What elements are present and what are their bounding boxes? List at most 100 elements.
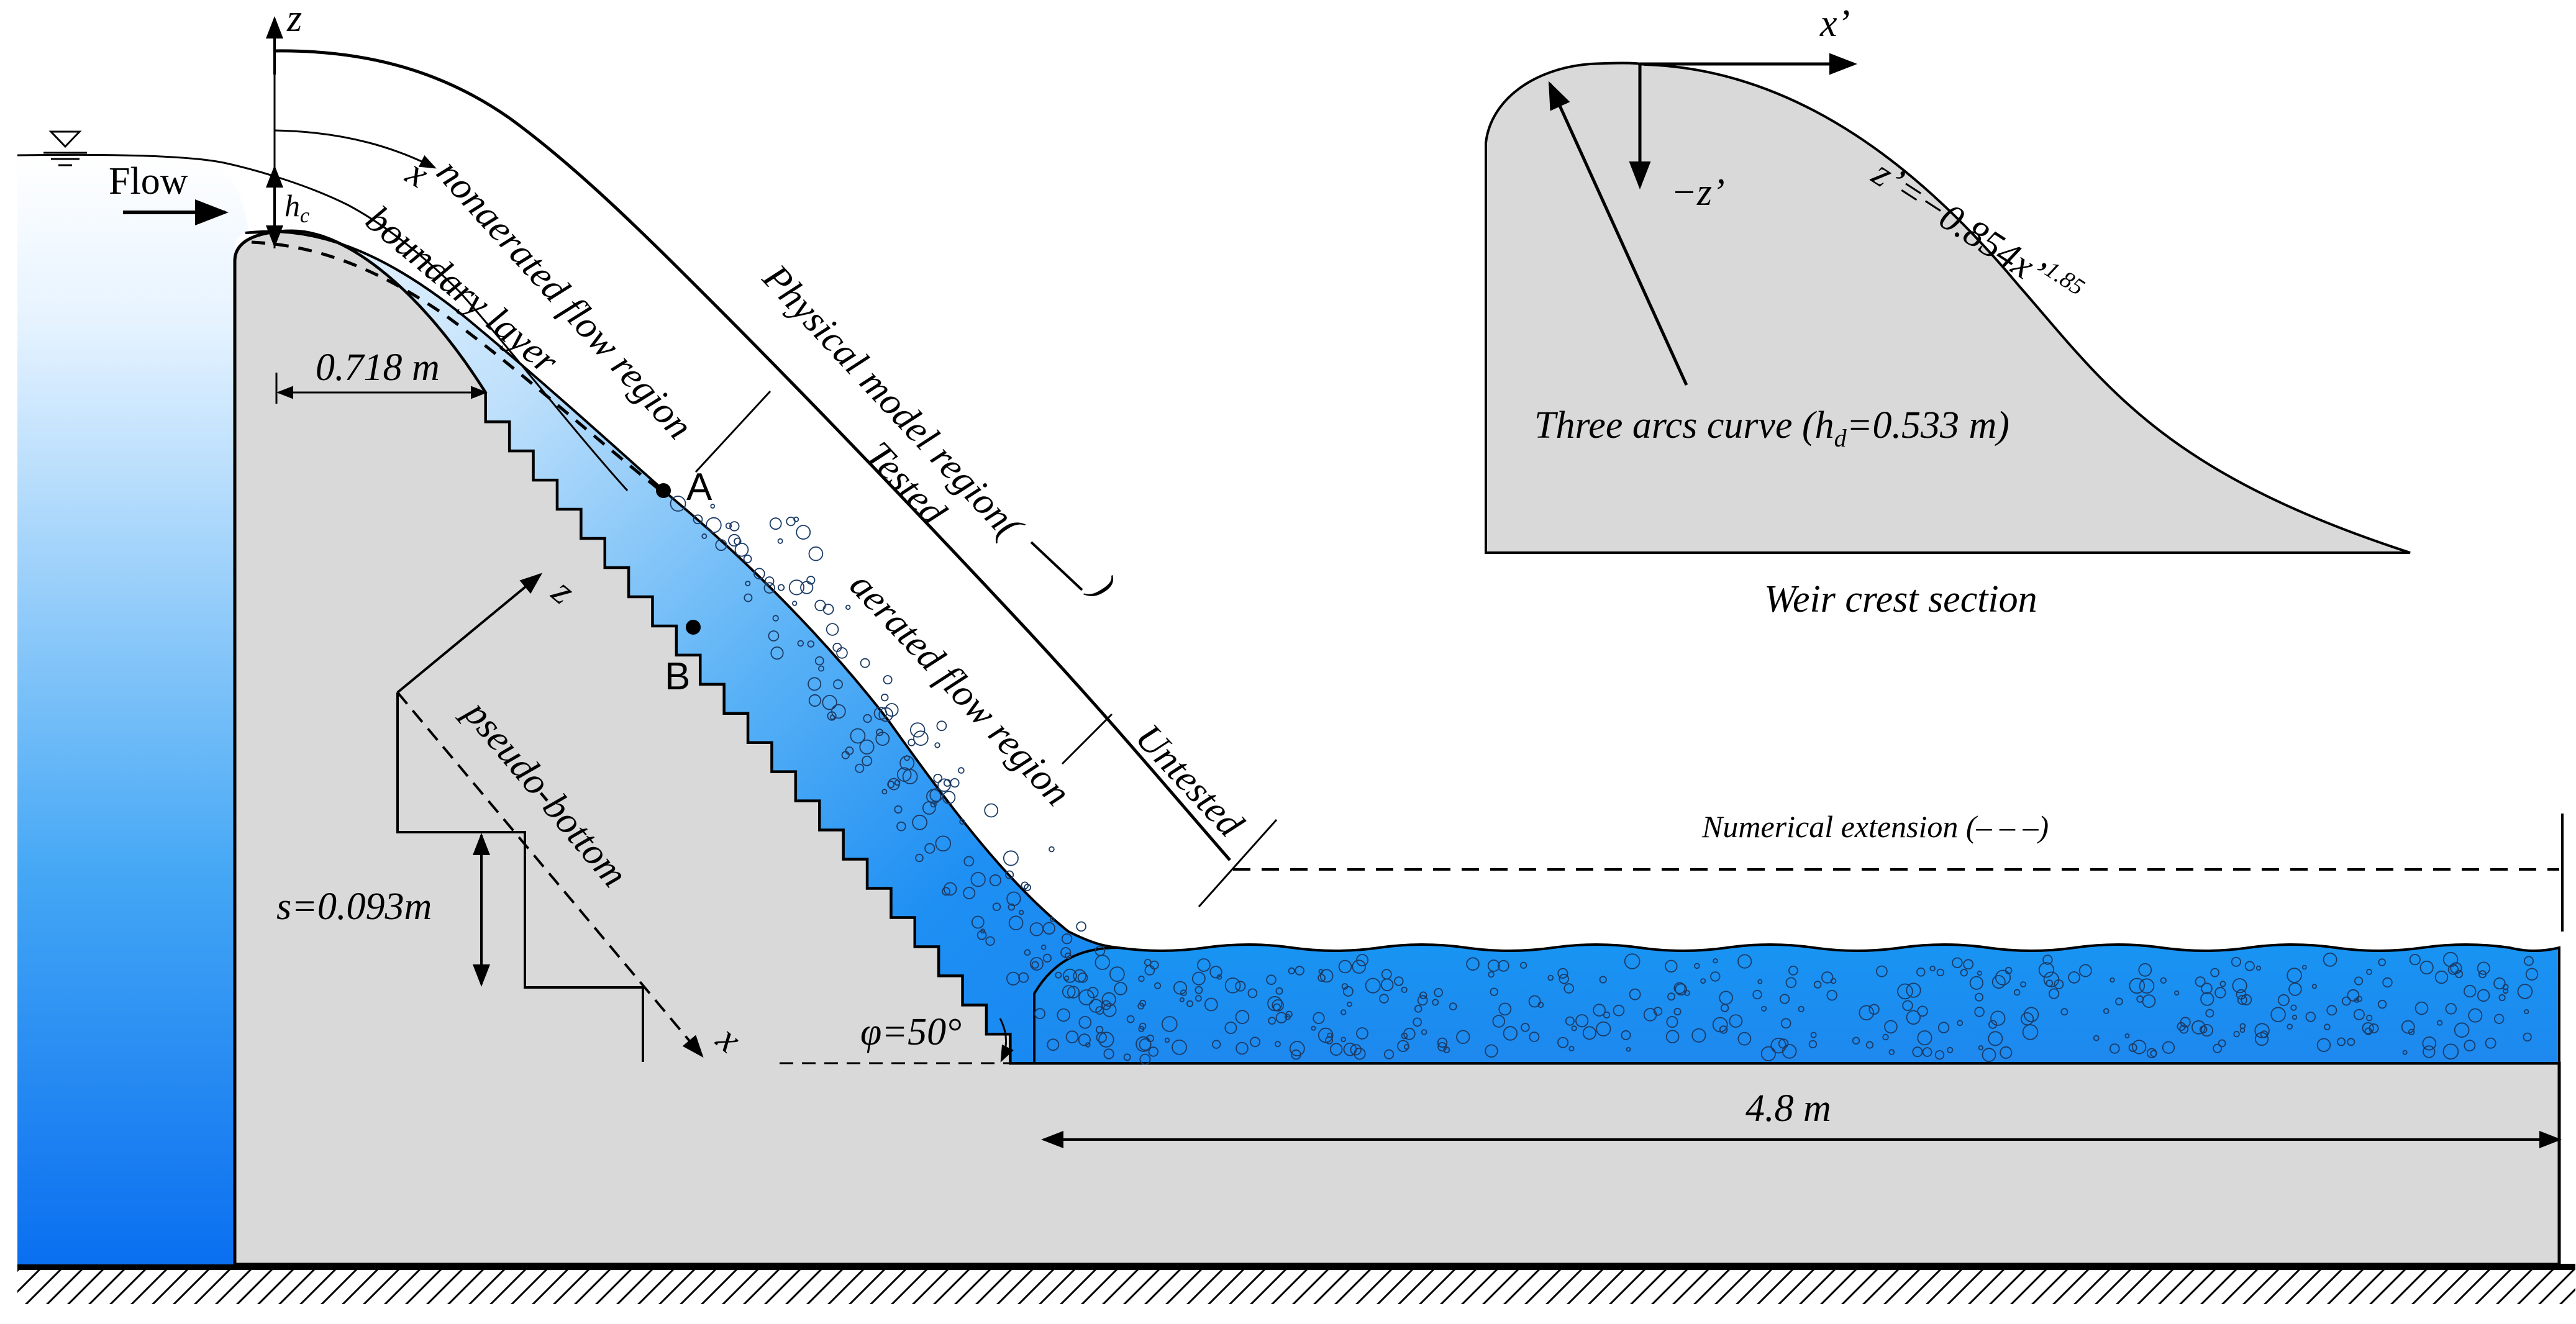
air-bubble: [989, 874, 1002, 887]
air-bubble: [1049, 917, 1055, 922]
downstream-flow: [1033, 943, 2560, 1064]
air-bubble: [1049, 846, 1055, 853]
channel-length-label: 4.8 m: [1745, 1087, 1831, 1130]
air-bubble: [1209, 966, 1222, 979]
air-bubble: [1737, 1032, 1752, 1046]
air-bubble: [1529, 1032, 1540, 1042]
air-bubble: [1064, 975, 1070, 981]
air-bubble: [2109, 1043, 2120, 1054]
air-bubble: [753, 568, 765, 580]
air-bubble: [833, 679, 844, 689]
air-bubble: [1488, 971, 1495, 978]
air-bubble: [1057, 1008, 1070, 1022]
air-bubble: [1275, 1012, 1288, 1023]
air-bubble: [808, 694, 822, 707]
air-bubble: [786, 516, 796, 527]
air-bubble: [1338, 959, 1352, 974]
air-bubble: [930, 800, 937, 808]
air-bubble: [1757, 979, 1763, 984]
air-bubble: [1603, 1011, 1611, 1019]
water-level-icon: [43, 130, 87, 166]
air-bubble: [1960, 969, 1968, 977]
air-bubble: [1103, 1048, 1114, 1059]
air-bubble: [1162, 1016, 1178, 1032]
z-axis-label: z: [286, 0, 302, 40]
air-bubble: [2326, 1005, 2337, 1016]
air-bubble: [1224, 1022, 1237, 1035]
air-bubble: [2423, 1045, 2436, 1058]
air-bubble: [1077, 972, 1088, 983]
air-bubble: [769, 517, 782, 530]
air-bubble: [943, 882, 957, 896]
air-bubble: [1675, 983, 1687, 995]
air-bubble: [1295, 966, 1304, 976]
air-bubble: [2408, 1028, 2415, 1036]
air-bubble: [1449, 1002, 1457, 1010]
air-bubble: [1547, 974, 1554, 981]
air-bubble: [2316, 1038, 2331, 1053]
air-bubble: [2180, 1017, 2191, 1028]
air-bubble: [841, 751, 850, 759]
air-bubble: [1148, 1046, 1159, 1057]
air-bubble: [1138, 975, 1145, 982]
air-bubble: [2214, 987, 2226, 999]
air-bubble: [1352, 959, 1367, 974]
air-bubble: [2337, 1037, 2346, 1046]
air-bubble: [2478, 970, 2487, 979]
air-bubble: [883, 675, 893, 685]
air-bubble: [1340, 1036, 1346, 1043]
physical-model-end: ): [1083, 566, 1124, 605]
air-bubble: [1565, 1016, 1575, 1026]
air-bubble: [2146, 1048, 2157, 1059]
air-bubble: [2254, 1023, 2270, 1038]
air-bubble: [1673, 982, 1686, 994]
air-bubble: [1342, 986, 1354, 997]
air-bubble: [1042, 922, 1056, 935]
air-bubble: [814, 656, 824, 666]
air-bubble: [1019, 910, 1024, 915]
x-axis-label: x: [399, 151, 435, 196]
air-bubble: [2210, 968, 2220, 977]
air-bubble: [1179, 997, 1185, 1002]
air-bubble: [1311, 1025, 1316, 1031]
air-bubble: [2013, 989, 2021, 996]
crest-length-label: 0.718 m: [316, 347, 440, 389]
air-bubble: [2200, 1024, 2213, 1037]
air-bubble: [980, 928, 986, 934]
air-bubble: [1977, 971, 1982, 976]
solid-line-legend: [1030, 541, 1083, 591]
air-bubble: [1073, 969, 1086, 983]
air-bubble: [1810, 1032, 1817, 1038]
air-bubble: [2115, 997, 2123, 1005]
air-bubble: [904, 755, 910, 761]
air-bubble: [2493, 1013, 2505, 1024]
air-bubble: [763, 582, 775, 594]
air-bubble: [1078, 1033, 1091, 1046]
air-bubble: [1380, 978, 1394, 992]
air-bubble: [1247, 988, 1258, 999]
air-bubble: [814, 599, 826, 612]
air-bubble: [1211, 1040, 1221, 1049]
air-bubble: [935, 835, 952, 852]
air-bubble: [1785, 977, 1797, 989]
air-bubble: [2237, 995, 2247, 1005]
air-bubble: [1018, 972, 1029, 983]
air-bubble: [1401, 1032, 1408, 1040]
air-bubble: [934, 742, 940, 748]
air-bubble: [2524, 1009, 2529, 1015]
air-bubble: [1528, 995, 1541, 1008]
air-bubble: [2442, 1043, 2459, 1060]
air-bubble: [1065, 952, 1072, 959]
air-bubble: [862, 755, 873, 766]
air-bubble: [1327, 1032, 1332, 1038]
air-bubble: [881, 693, 889, 702]
air-bubble: [985, 936, 995, 946]
air-bubble: [1621, 1030, 1631, 1040]
air-bubble: [1694, 963, 1700, 969]
step-height-label: s=0.093m: [276, 886, 432, 928]
air-bubble: [2191, 1020, 2206, 1035]
air-bubble: [806, 576, 816, 585]
air-bubble: [1318, 1027, 1334, 1043]
air-bubble: [1235, 1010, 1250, 1024]
